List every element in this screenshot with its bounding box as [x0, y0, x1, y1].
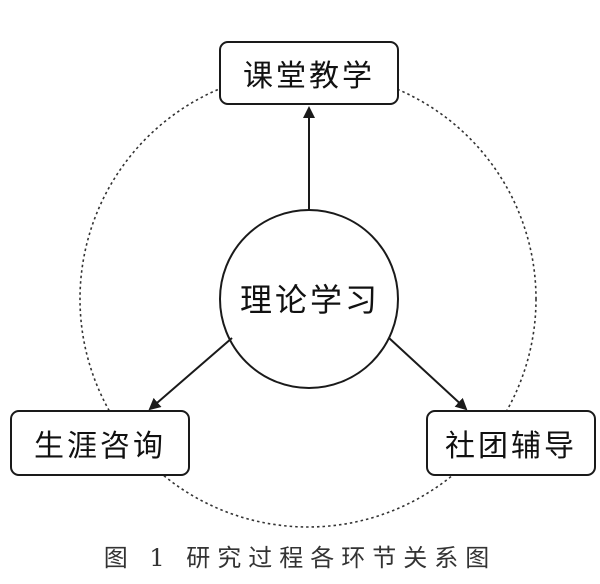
arrow-to-right: [388, 337, 468, 411]
arrow-to-left: [148, 337, 233, 411]
node-label: 生涯咨询: [34, 429, 166, 464]
node-label: 课堂教学: [243, 59, 375, 94]
center-node-label: 理论学习: [239, 281, 380, 319]
node-classroom-teaching: 课堂教学: [219, 41, 399, 105]
node-label: 社团辅导: [445, 429, 577, 464]
figure-caption: 图 1 研究过程各环节关系图: [103, 544, 497, 572]
node-club-guidance: 社团辅导: [426, 410, 596, 476]
node-career-counseling: 生涯咨询: [10, 410, 190, 476]
